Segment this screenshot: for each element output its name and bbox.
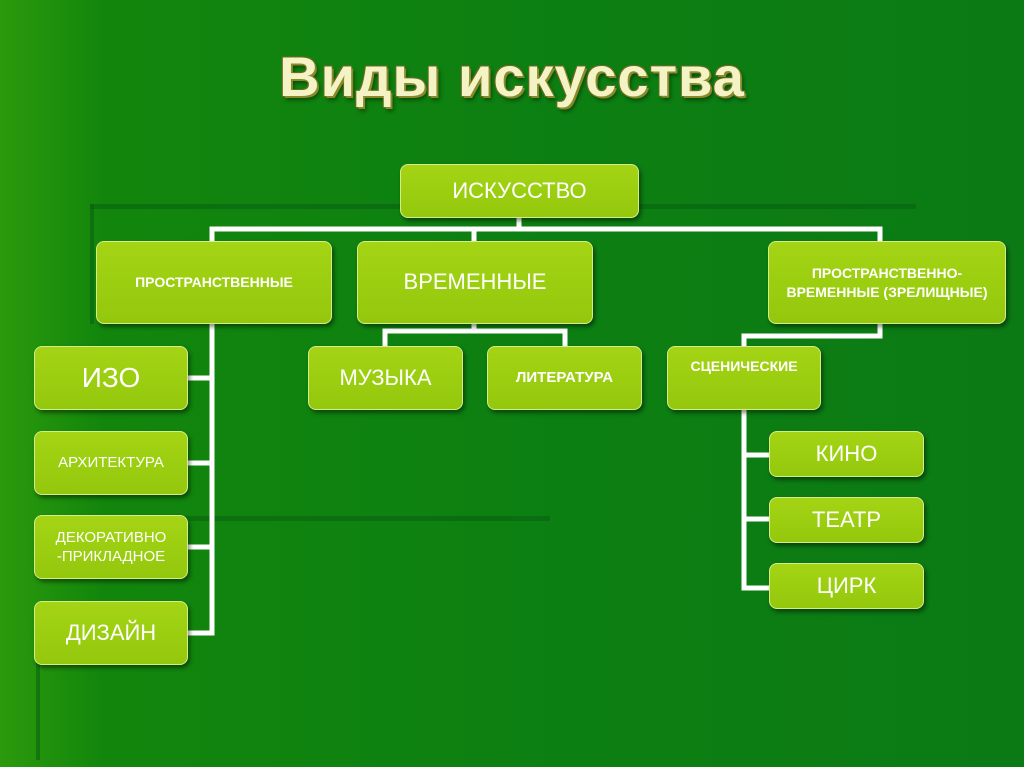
item-architecture-label: АРХИТЕКТУРА bbox=[58, 454, 164, 472]
item-theatre: ТЕАТР bbox=[769, 497, 924, 543]
item-circus-label: ЦИРК bbox=[816, 572, 877, 598]
page-title: Виды искусства bbox=[279, 45, 745, 108]
stage-box: СЦЕНИЧЕСКИЕ bbox=[667, 346, 821, 410]
category-temporal-label: ВРЕМЕННЫЕ bbox=[403, 269, 547, 295]
category-temporal: ВРЕМЕННЫЕ bbox=[357, 241, 593, 324]
item-circus: ЦИРК bbox=[769, 563, 924, 609]
category-spatiotemporal: ПРОСТРАНСТВЕННО-ВРЕМЕННЫЕ (ЗРЕЛИЩНЫЕ) bbox=[768, 241, 1006, 324]
root-label: ИСКУССТВО bbox=[452, 177, 587, 203]
item-cinema-label: КИНО bbox=[815, 440, 878, 466]
item-decorative-label: ДЕКОРАТИВНО -ПРИКЛАДНОЕ bbox=[55, 528, 167, 566]
category-spatial-label: ПРОСТРАНСТВЕННЫЕ bbox=[135, 274, 293, 291]
item-design: ДИЗАЙН bbox=[34, 601, 188, 665]
category-spatial: ПРОСТРАНСТВЕННЫЕ bbox=[96, 241, 332, 324]
item-design-label: ДИЗАЙН bbox=[65, 619, 157, 645]
background-streak bbox=[36, 660, 40, 760]
item-izo: ИЗО bbox=[34, 346, 188, 410]
item-decorative: ДЕКОРАТИВНО -ПРИКЛАДНОЕ bbox=[34, 515, 188, 579]
item-music: МУЗЫКА bbox=[308, 346, 463, 410]
root-box: ИСКУССТВО bbox=[400, 164, 639, 218]
item-literature-label: ЛИТЕРАТУРА bbox=[515, 369, 614, 387]
item-music-label: МУЗЫКА bbox=[339, 364, 432, 390]
item-literature: ЛИТЕРАТУРА bbox=[487, 346, 642, 410]
category-spatiotemporal-label: ПРОСТРАНСТВЕННО-ВРЕМЕННЫЕ (ЗРЕЛИЩНЫЕ) bbox=[786, 265, 988, 300]
item-theatre-label: ТЕАТР bbox=[811, 506, 882, 532]
item-architecture: АРХИТЕКТУРА bbox=[34, 431, 188, 495]
stage-label: СЦЕНИЧЕСКИЕ bbox=[690, 358, 798, 374]
background-streak bbox=[90, 204, 94, 324]
background-streak bbox=[160, 516, 550, 521]
item-izo-label: ИЗО bbox=[81, 361, 141, 393]
item-cinema: КИНО bbox=[769, 431, 924, 477]
